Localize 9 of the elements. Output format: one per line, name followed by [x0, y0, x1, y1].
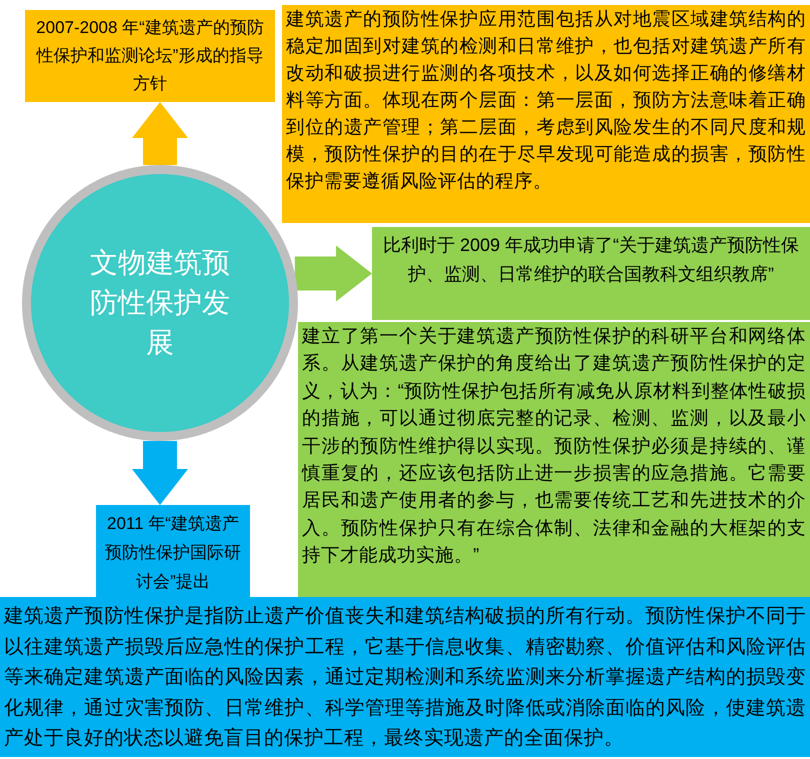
milestone-box: 比利时于 2009 年成功申请了“关于建筑遗产预防性保护、监测、日常维护的联合国教科文组织教席”: [372, 227, 810, 320]
block-arrow: [132, 441, 188, 505]
block-arrow: [294, 246, 372, 302]
description-box: 建筑遗产的预防性保护应用范围包括从对地震区域建筑结构的稳定加固到对建筑的检测和日常维护，也包括对建筑遗产所有改动和破损进行监测的各项技术，以及如何选择正确的修缮材料等方面。体现在两个层面：第一层面，预防方法意味着正确到位的遗产管理；第二层面，考虑到风险发生的不同尺度和规模，预防性保护的目的在于尽早发现可能造成的损害，预防性保护需要遵循风险评估的程序。: [282, 5, 810, 223]
milestone-box: 2007-2008 年“建筑遗产的预防性保护和监测论坛”形成的指导方针: [25, 10, 275, 102]
description-box: 建立了第一个关于建筑遗产预防性保护的科研平台和网络体系。从建筑遗产保护的角度给出了建筑遗产预防性保护的定义，认为：“预防性保护包括所有减免从原材料到整体性破损的措施，可以通过彻底完整的记录、检测、监测，以及最小干涉的预防性维护得以实现。预防性保护必须是持续的、谨慎重复的，还应该包括防止进一步损害的应急措施。它需要居民和遗产使用者的参与，也需要传统工艺和先进技术的介入。预防性保护只有在综合体制、法律和金融的大框架的支持下才能成功实施。”: [298, 322, 810, 597]
description-box: 建筑遗产预防性保护是指防止遗产价值丧失和建筑结构破损的所有行动。预防性保护不同于以往建筑遗产损毁后应急性的保护工程，它基于信息收集、精密勘察、价值评估和风险评估等来确定建筑遗产面临的风险因素，通过定期检测和系统监测来分析掌握遗产结构的损毁变化规律，通过灾害预防、日常维护、科学管理等措施及时降低或消除面临的风险，使建筑遗产处于良好的状态以避免盲目的保护工程，最终实现遗产的全面保护。: [0, 597, 810, 757]
block-arrow: [132, 102, 188, 165]
milestone-box: 2011 年“建筑遗产预防性保护国际研讨会”提出: [96, 505, 250, 597]
